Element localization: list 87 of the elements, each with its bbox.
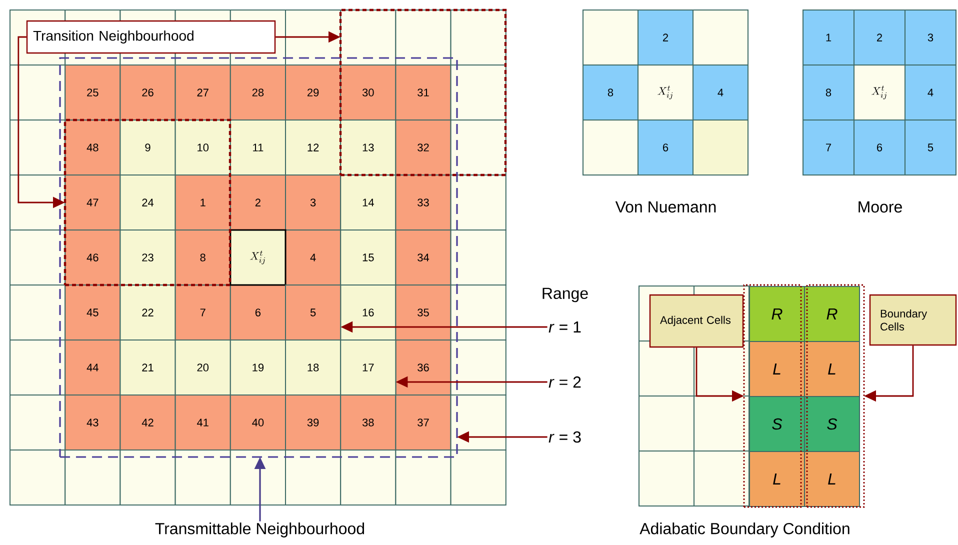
grid-cell: 25: [64, 64, 121, 120]
grid-cell: 17: [340, 340, 396, 396]
grid-cell: S: [749, 396, 805, 452]
panel-caption: Von Nuemann: [615, 201, 716, 213]
grid-cell: L: [804, 451, 860, 507]
grid-cell: 6: [854, 120, 906, 176]
grid-cell: 8: [174, 230, 231, 286]
callout-box: Boundary Cells: [869, 294, 957, 346]
grid-cell: 31: [395, 64, 452, 120]
grid-cell: 44: [64, 340, 121, 396]
grid-cell: 36: [395, 340, 452, 396]
grid-cell: 37: [395, 394, 452, 450]
panel-caption: Transmittable Neighbourhood: [155, 522, 364, 538]
dashed-region: [64, 118, 232, 286]
grid-cell: R: [804, 286, 860, 342]
grid-cell: 48: [64, 120, 121, 176]
panel-caption: Adiabatic Boundary Condition: [640, 522, 850, 538]
grid-cell: 1: [174, 174, 231, 230]
grid-cell: 47: [64, 174, 121, 230]
grid-cell: 21: [120, 340, 176, 396]
grid-cell: 24: [120, 174, 176, 230]
grid-cell: 38: [340, 394, 396, 450]
grid-cell: 41: [174, 394, 231, 450]
range-label: r = 2: [548, 376, 581, 388]
dashed-region: [339, 8, 507, 176]
range-label: r = 3: [548, 431, 581, 443]
grid-cell: 16: [340, 284, 396, 340]
grid-cell: L: [804, 341, 860, 397]
grid-cell: 6: [638, 120, 694, 176]
grid-cell: 10: [174, 120, 231, 176]
grid-cell: 9: [120, 120, 176, 176]
grid-cell: 4: [285, 230, 342, 286]
grid-cell: 7: [174, 284, 231, 340]
grid-cell: 11: [230, 120, 286, 176]
panel-caption: Moore: [858, 201, 902, 213]
callout-box: Transition Neighbourhood: [26, 20, 276, 54]
grid-cell: 8: [802, 64, 854, 120]
grid-cell: 40: [230, 394, 286, 450]
grid-cell: 32: [395, 120, 452, 176]
grid-cell: 12: [285, 120, 342, 176]
grid-cell: 45: [64, 284, 121, 340]
callout-box: Adjacent Cells: [649, 294, 744, 348]
grid-cell: 19: [230, 340, 286, 396]
grid-cell: 22: [120, 284, 176, 340]
range-heading: Range: [542, 288, 588, 302]
grid-cell: 5: [285, 284, 342, 340]
grid-cell: 18: [285, 340, 342, 396]
grid-cell: 4: [904, 64, 956, 120]
grid-cell: S: [804, 396, 860, 452]
grid-cell: 13: [340, 120, 396, 176]
grid-cell: L: [749, 451, 805, 507]
grid-cell: 1: [802, 10, 854, 66]
dotted-column: [743, 284, 802, 508]
grid-cell: 26: [120, 64, 176, 120]
grid-cell: 30: [340, 64, 396, 120]
grid-cell: 8: [582, 64, 638, 120]
range-label: r = 1: [548, 321, 581, 332]
grid-cell: 3: [904, 10, 956, 66]
grid-cell: 29: [285, 64, 342, 120]
grid-cell: 42: [120, 394, 176, 450]
dotted-column: [806, 284, 865, 508]
grid-cell: 2: [638, 10, 694, 66]
grid-cell: 33: [395, 174, 452, 230]
grid-cell: 35: [395, 284, 452, 340]
grid-cell: 46: [64, 230, 121, 286]
grid-cell: $X^{t}_{ij}$: [854, 64, 906, 120]
grid-cell: 28: [230, 64, 286, 120]
grid-cell: 14: [340, 174, 396, 230]
grid-cell: 4: [692, 64, 748, 120]
grid-cell: 15: [340, 230, 396, 286]
grid-cell: 34: [395, 230, 452, 286]
grid-cell: L: [749, 341, 805, 397]
grid-cell: 5: [904, 120, 956, 176]
grid-cell: 7: [802, 120, 854, 176]
grid-cell: 23: [120, 230, 176, 286]
grid-cell: 2: [230, 174, 286, 230]
grid-cell: 43: [64, 394, 121, 450]
grid-cell: $X^{t}_{ij}$: [638, 64, 694, 120]
grid-cell: 20: [174, 340, 231, 396]
grid-cell: 27: [174, 64, 231, 120]
grid-cell: 39: [285, 394, 342, 450]
grid-cell: $X^{t}_{ij}$: [230, 229, 286, 286]
grid-cell: 2: [854, 10, 906, 66]
dashed-region: [59, 57, 458, 458]
grid-cell: 3: [285, 174, 342, 230]
grid-cell: 6: [230, 284, 286, 340]
grid-cell: R: [749, 286, 805, 342]
